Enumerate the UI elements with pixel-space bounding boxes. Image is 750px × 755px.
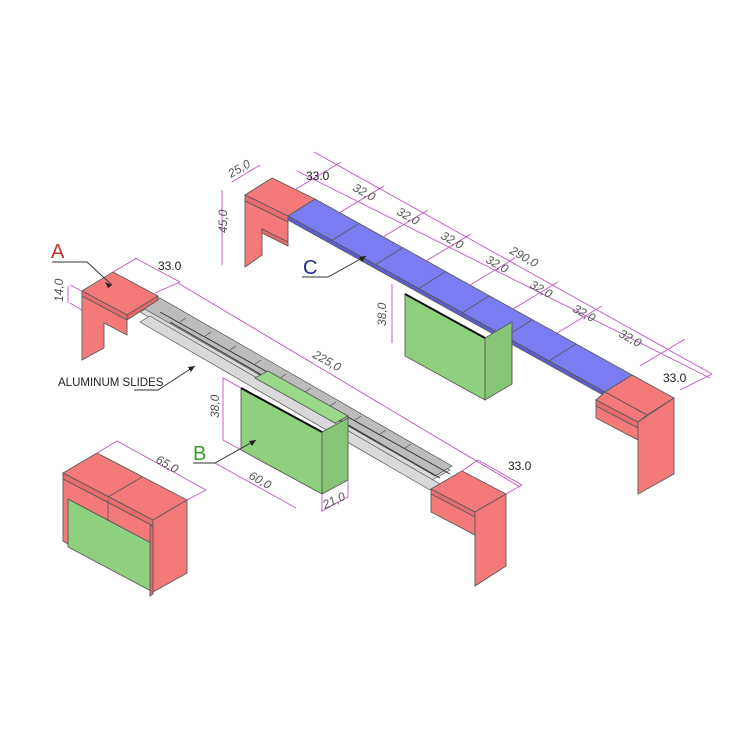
dim-leaf-4: 32,0: [484, 252, 511, 276]
dim-leaf-1: 32,0: [351, 180, 378, 204]
closed-console: 65,0: [62, 440, 207, 597]
dim-open-right-end: 33.0: [508, 459, 532, 473]
extended-leaf-box: [404, 293, 513, 401]
open-frame-leaf-box: [240, 370, 349, 495]
open-frame-dimensions: [67, 257, 523, 495]
dim-open-end-height: 14,0: [52, 278, 66, 302]
extended-right-end: [595, 374, 675, 495]
label-aluminum-slides: ALUMINUM SLIDES: [58, 377, 164, 389]
dim-box-height: 38,0: [208, 394, 222, 418]
dim-extended-total: 290,0: [507, 243, 541, 270]
extended-left-end: [244, 177, 316, 268]
open-frame-right-end: [430, 470, 507, 587]
dim-extended-left-end: 33.0: [306, 169, 330, 183]
label-a: A: [51, 241, 65, 263]
label-b: B: [193, 443, 206, 465]
end-panel-a: [81, 271, 159, 361]
dim-leaf-2: 32,0: [395, 204, 422, 228]
dim-leaf-6: 32,0: [571, 301, 598, 325]
dim-slide-length: 225,0: [310, 347, 344, 374]
dim-extended-right-end: 33.0: [663, 371, 687, 385]
extended-dimensions: [221, 151, 713, 391]
dim-console-length: 65,0: [154, 452, 181, 476]
dim-extended-leaf-box-height: 38,0: [375, 302, 389, 326]
label-c: C: [303, 257, 317, 279]
dim-leaf-7: 32,0: [617, 326, 644, 350]
dim-extended-height: 45,0: [216, 209, 230, 233]
extended-table: 25,0 45,0 33.0 32,0 32,0 32,0 32,0 32,0 …: [216, 151, 713, 495]
open-frame: 14,0 33.0 225,0 33.0 A ALUMINUM SLIDES: [51, 241, 532, 587]
dim-open-left-end: 33.0: [158, 259, 182, 273]
